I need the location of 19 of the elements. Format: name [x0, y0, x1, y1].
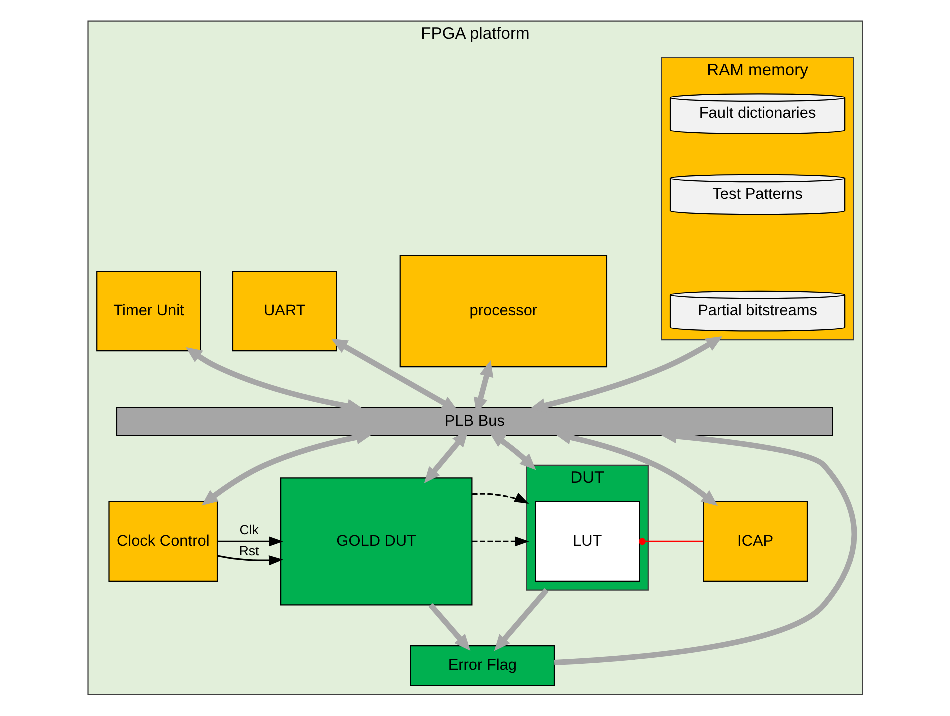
node-box: LUT	[534, 501, 640, 582]
node-box: ICAP	[702, 501, 808, 582]
arrow	[494, 588, 548, 652]
arrow	[472, 493, 529, 504]
node-box: processor	[399, 254, 608, 368]
node-box: GOLD DUT	[280, 478, 472, 606]
arrow	[217, 536, 283, 547]
arrow	[330, 338, 458, 412]
node-box: Clock Control	[108, 501, 218, 582]
connector	[638, 538, 704, 546]
edge-label: Rst	[238, 544, 259, 559]
node-box: Timer Unit	[96, 271, 201, 352]
arrow	[472, 536, 529, 547]
edge-label: Clk	[239, 522, 258, 538]
arrow	[217, 555, 283, 566]
arrow	[428, 603, 470, 651]
node-box: Error Flag	[410, 646, 555, 686]
node-box: UART	[232, 271, 337, 352]
node-box: PLB Bus	[116, 407, 833, 436]
